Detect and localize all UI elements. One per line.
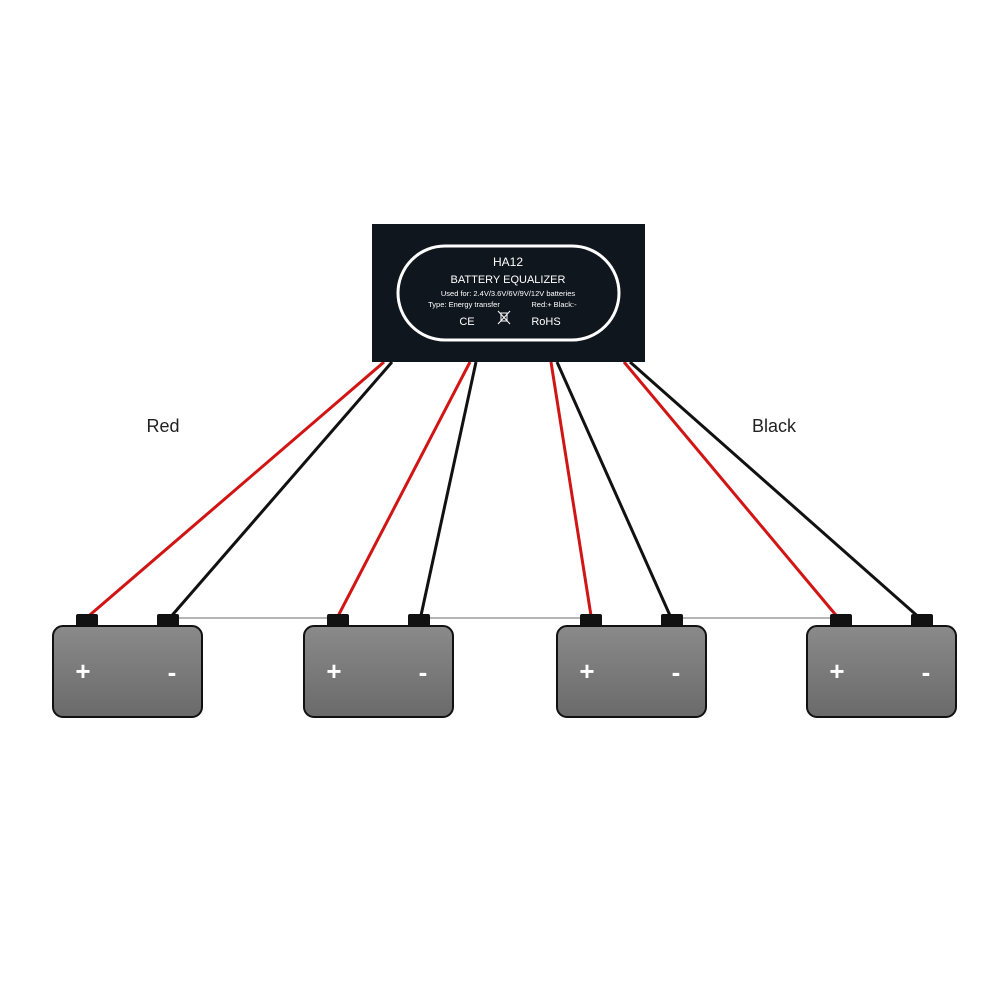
plus-sign: + xyxy=(75,656,90,686)
device-used-for: Used for: 2.4V/3.6V/6V/9V/12V batteries xyxy=(441,289,575,298)
device-label-outline xyxy=(396,244,621,342)
negative-terminal xyxy=(408,614,430,628)
rohs-mark: RoHS xyxy=(531,316,560,328)
wires xyxy=(83,360,923,623)
device-model: HA12 xyxy=(493,255,523,269)
positive-terminal xyxy=(327,614,349,628)
black-wire xyxy=(555,361,674,621)
positive-terminal xyxy=(830,614,852,628)
positive-terminal xyxy=(76,614,98,628)
minus-sign: - xyxy=(419,657,428,687)
battery-body xyxy=(556,625,707,718)
device-type: Type: Energy transfer xyxy=(428,300,500,309)
red-label: Red xyxy=(146,416,179,436)
battery: +- xyxy=(303,614,454,718)
plus-sign: + xyxy=(326,656,341,686)
device-name: BATTERY EQUALIZER xyxy=(451,274,566,286)
plus-sign: + xyxy=(829,656,844,686)
battery-body xyxy=(52,625,203,718)
battery: +- xyxy=(556,614,707,718)
red-wire xyxy=(622,361,842,621)
black-wire xyxy=(629,360,923,622)
plus-sign: + xyxy=(579,656,594,686)
battery-body xyxy=(303,625,454,718)
black-wire xyxy=(418,361,478,621)
battery: +- xyxy=(806,614,957,718)
minus-sign: - xyxy=(168,657,177,687)
negative-terminal xyxy=(911,614,933,628)
equalizer-device: HA12 BATTERY EQUALIZER Used for: 2.4V/3.… xyxy=(372,224,645,362)
red-wire xyxy=(334,361,472,621)
minus-sign: - xyxy=(922,657,931,687)
ce-mark: CE xyxy=(459,316,474,328)
battery-body xyxy=(806,625,957,718)
black-wire xyxy=(166,361,394,621)
weee-bin-icon xyxy=(497,310,511,325)
minus-sign: - xyxy=(672,657,681,687)
device-polarity: Red:+ Black:- xyxy=(531,300,577,309)
batteries: +-+-+-+- xyxy=(52,614,957,718)
positive-terminal xyxy=(580,614,602,628)
red-wire xyxy=(549,361,594,623)
battery: +- xyxy=(52,614,203,718)
red-wire xyxy=(83,360,385,622)
negative-terminal xyxy=(661,614,683,628)
black-label: Black xyxy=(752,416,797,436)
negative-terminal xyxy=(157,614,179,628)
